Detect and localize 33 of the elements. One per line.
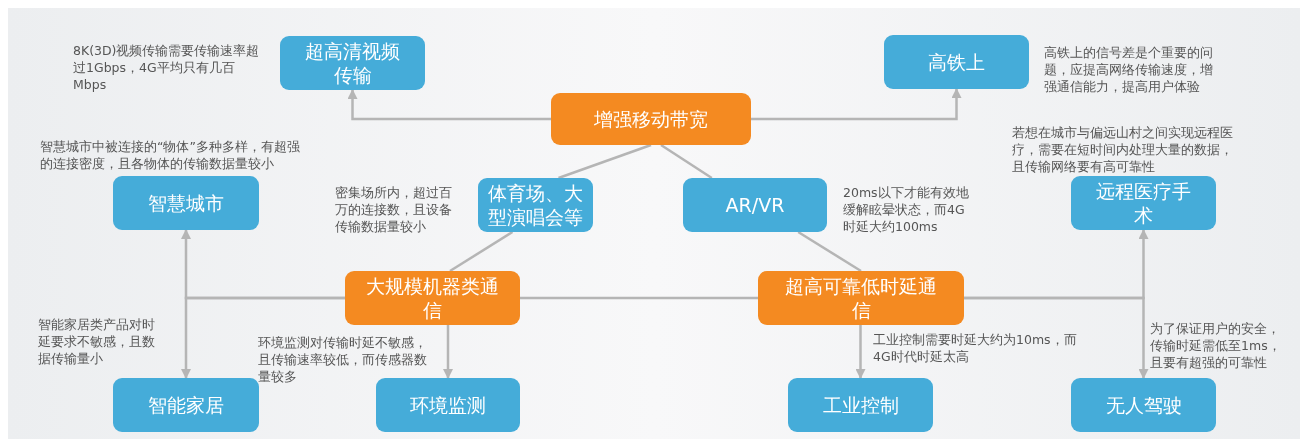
connector-line <box>449 230 514 273</box>
scenario-box: 工业控制 <box>788 378 933 432</box>
arrow <box>751 88 962 121</box>
category-box: 超高可靠低时延通信 <box>758 271 964 325</box>
edge-label: 工业控制需要时延大约为10ms，而4G时代时延太高 <box>873 331 1078 365</box>
connector-line <box>797 230 862 273</box>
arrow <box>855 325 866 379</box>
note-text: 若想在城市与偏远山村之间实现远程医疗，需要在短时间内处理大量的数据，且传输网络要有高可靠性 <box>1012 124 1234 175</box>
note-text: 密集场所内，超过百万的连接数，且设备传输数据量较小 <box>335 184 453 235</box>
note-text: 智慧城市中被连接的“物体”多种多样，有超强的连接密度，且各物体的传输数据量较小 <box>40 138 301 172</box>
arrow <box>964 296 1149 379</box>
arrow <box>347 89 551 121</box>
scenario-box: 无人驾驶 <box>1071 378 1216 432</box>
scenario-box: 智慧城市 <box>113 176 259 230</box>
connector-line <box>520 296 758 300</box>
note-text: 智能家居类产品对时延要求不敏感，且数据传输量小 <box>38 316 156 367</box>
scenario-box: 环境监测 <box>376 378 520 432</box>
note-text: 高铁上的信号差是个重要的问题，应提高网络传输速度，增强通信能力，提高用户体验 <box>1044 44 1214 95</box>
scenario-box: 远程医疗手术 <box>1071 176 1216 230</box>
scenario-box: AR/VR <box>683 178 827 232</box>
connector-line <box>660 143 713 180</box>
scenario-box: 体育场、大型演唱会等 <box>478 178 593 232</box>
note-text: 20ms以下才能有效地缓解眩晕状态，而4G时延大约100ms <box>843 184 969 235</box>
note-text: 8K(3D)视频传输需要传输速率超过1Gbps，4G平均只有几百Mbps <box>73 42 261 93</box>
scenario-box: 智能家居 <box>113 378 259 432</box>
scenario-box: 高铁上 <box>884 35 1029 89</box>
arrow <box>443 325 453 379</box>
scenario-box: 超高清视频传输 <box>280 36 425 90</box>
connector-line <box>558 143 652 180</box>
category-box: 增强移动带宽 <box>551 93 751 145</box>
arrow <box>181 296 345 379</box>
note-text: 为了保证用户的安全，传输时延需低至1ms，且要有超强的可靠性 <box>1150 320 1282 371</box>
category-box: 大规模机器类通信 <box>345 271 520 325</box>
